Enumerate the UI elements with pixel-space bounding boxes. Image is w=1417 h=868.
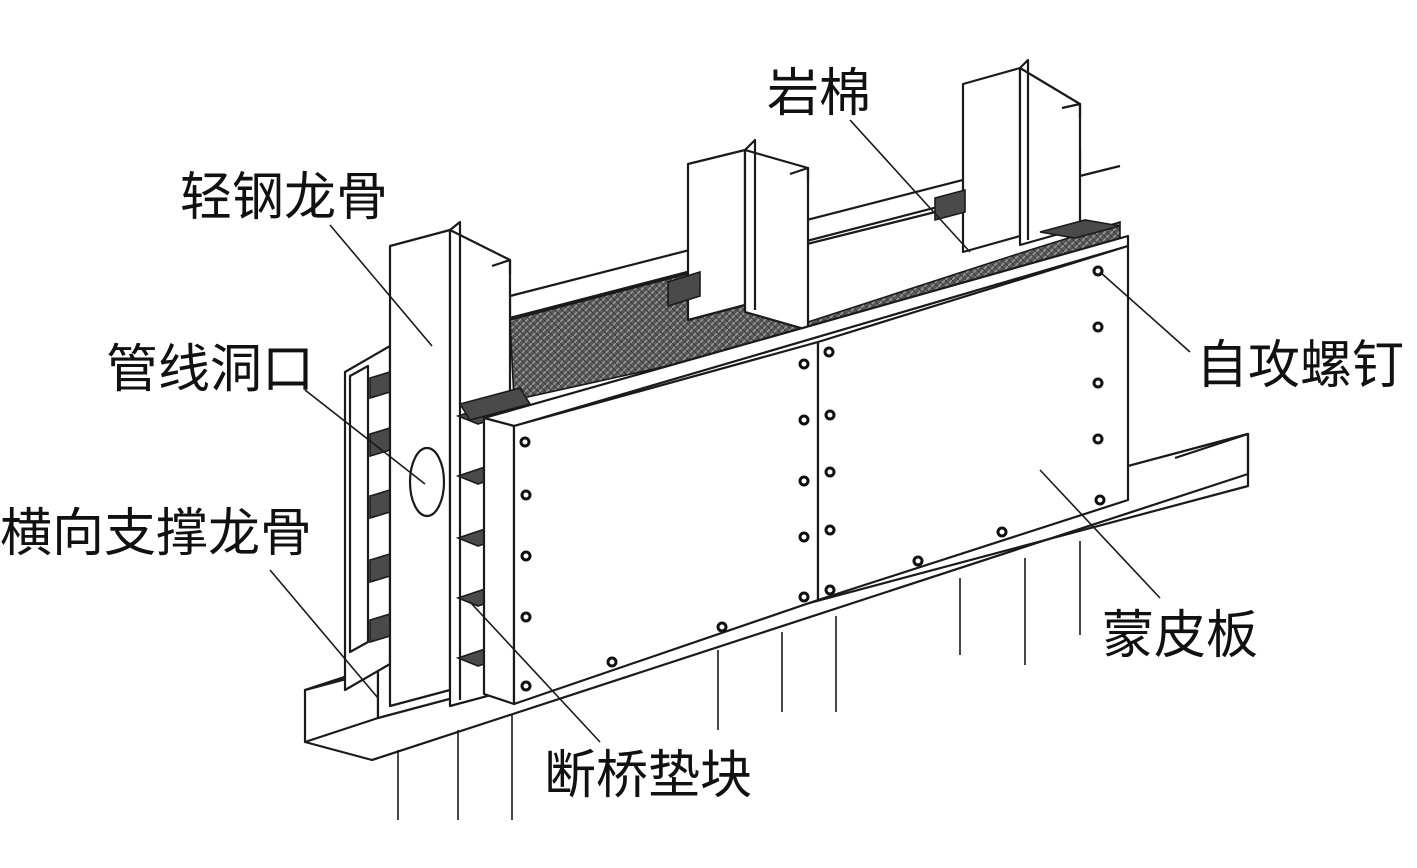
cross-brace-channel xyxy=(343,344,392,692)
top-pads xyxy=(667,188,1121,308)
label-skin-board: 蒙皮板 xyxy=(1102,606,1259,666)
skin-board-panels xyxy=(482,234,1130,706)
label-self-tapping-screw: 自攻螺钉 xyxy=(1196,336,1405,396)
middle-stud xyxy=(686,138,810,332)
leader-lines xyxy=(269,119,1191,743)
label-light-steel-keel: 轻钢龙骨 xyxy=(180,168,389,228)
right-stud xyxy=(961,58,1082,254)
label-cross-brace-keel: 横向支撑龙骨 xyxy=(0,504,313,564)
label-thermal-break-pad: 断桥垫块 xyxy=(544,746,753,806)
bottom-posts xyxy=(397,541,1081,820)
label-pipe-hole: 管线洞口 xyxy=(106,340,315,400)
label-rock-wool: 岩棉 xyxy=(767,64,872,124)
